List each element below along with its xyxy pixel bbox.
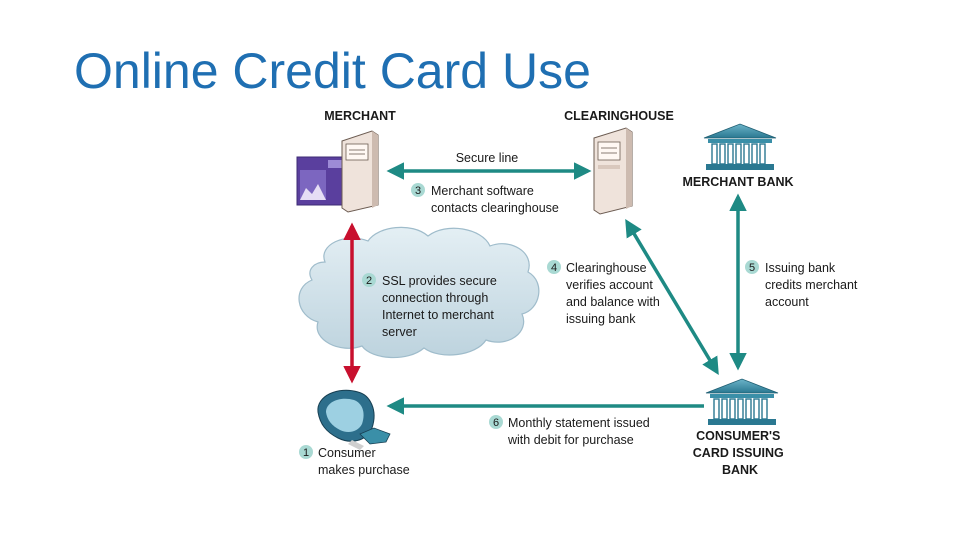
step-badge xyxy=(362,273,376,287)
svg-text:4: 4 xyxy=(551,262,557,274)
verification-arrow xyxy=(625,218,719,376)
step-4-callout: 4 Clearinghouse verifies account and bal… xyxy=(547,260,663,326)
step-badge xyxy=(547,260,561,274)
step-badge xyxy=(489,415,503,429)
merchant-bank-icon xyxy=(703,123,777,170)
clearinghouse-label: CLEARINGHOUSE xyxy=(564,109,674,123)
step-badge xyxy=(745,260,759,274)
merchant-bank-label: MERCHANT BANK xyxy=(682,175,793,189)
step-3-callout: 3 Merchant software contacts clearinghou… xyxy=(411,183,559,215)
step-1-callout: 1 Consumer makes purchase xyxy=(299,445,410,477)
svg-text:1: 1 xyxy=(303,447,309,459)
consumer-computer-icon xyxy=(317,389,391,450)
merchant-server-icon xyxy=(296,130,379,213)
clearinghouse-server-icon xyxy=(593,127,633,215)
step-badge xyxy=(299,445,313,459)
secure-line-label: Secure line xyxy=(456,151,519,165)
svg-text:Merchant software contac: Merchant software contacts clearinghouse xyxy=(431,184,559,215)
svg-text:Monthly statement issued: Monthly statement issued with debit for … xyxy=(507,416,653,447)
svg-text:3: 3 xyxy=(415,185,421,197)
issuing-bank-icon xyxy=(705,378,779,425)
svg-text:SSL provides secure conn: SSL provides secure connection through I… xyxy=(382,274,500,339)
svg-text:Clearinghouse verifies a: Clearinghouse verifies account and balan… xyxy=(566,261,663,326)
step-2-callout: 2 SSL provides secure connection through… xyxy=(362,273,500,339)
step-5-callout: 5 Issuing bank credits merchant account xyxy=(745,260,861,309)
merchant-label: MERCHANT xyxy=(324,109,396,123)
svg-text:2: 2 xyxy=(366,275,372,287)
svg-text:Consumer makes purchase: Consumer makes purchase xyxy=(318,446,410,477)
step-6-callout: 6 Monthly statement issued with debit fo… xyxy=(489,415,653,447)
svg-text:Issuing bank credits mer: Issuing bank credits merchant account xyxy=(765,261,861,309)
slide-title: Online Credit Card Use xyxy=(74,43,591,99)
step-badge xyxy=(411,183,425,197)
issuing-bank-label: CONSUMER'S CARD ISSUING BANK xyxy=(693,429,787,477)
svg-text:6: 6 xyxy=(493,417,499,429)
svg-text:5: 5 xyxy=(749,262,755,274)
